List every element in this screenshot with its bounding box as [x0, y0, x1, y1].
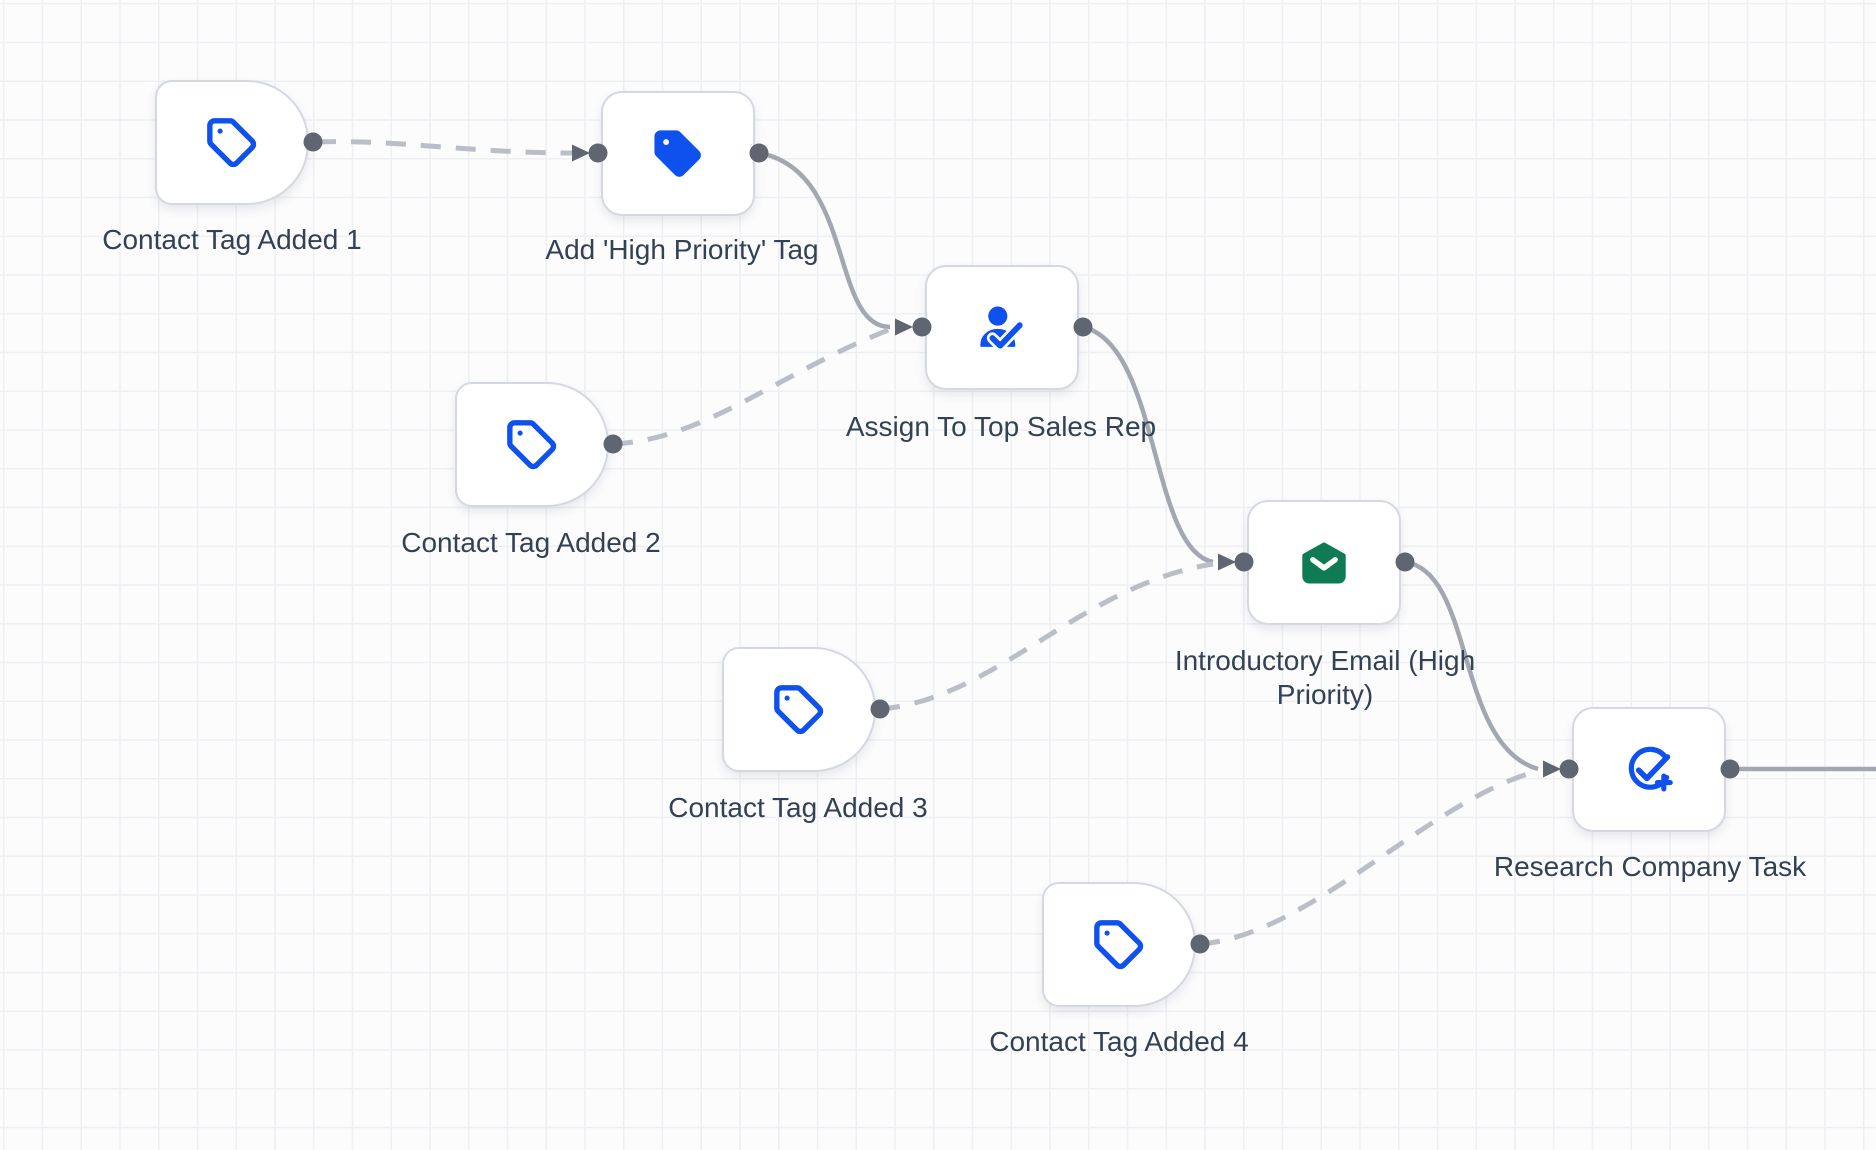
node-label: Research Company Task [1493, 851, 1807, 882]
node-label: Assign To Top Sales Rep [845, 411, 1157, 442]
edge-tag1-to-addtag[interactable] [315, 139, 589, 156]
output-port[interactable] [749, 143, 769, 163]
output-port[interactable] [1073, 317, 1093, 337]
node-label: Contact Tag Added 2 [401, 527, 661, 558]
input-port[interactable] [1559, 759, 1579, 779]
output-port[interactable] [1395, 552, 1415, 572]
node-research-company-task[interactable] [1572, 707, 1726, 832]
edge-tag3-to-email[interactable] [879, 561, 1214, 712]
edge-arrowhead [1218, 553, 1236, 571]
node-contact-tag-added-1[interactable] [155, 80, 309, 205]
edge-arrowhead [572, 144, 590, 162]
output-port[interactable] [1190, 934, 1210, 954]
edge-assign-to-email[interactable] [1082, 324, 1214, 565]
node-assign-to-top-sales-rep[interactable] [925, 265, 1079, 390]
node-label: Contact Tag Added 3 [668, 792, 928, 823]
node-contact-tag-added-3[interactable] [722, 647, 876, 772]
output-port[interactable] [870, 699, 890, 719]
node-contact-tag-added-4[interactable] [1042, 882, 1196, 1007]
edge-tag2-to-assign[interactable] [612, 326, 892, 447]
edge-arrowhead [895, 318, 913, 336]
node-label: Contact Tag Added 4 [989, 1026, 1249, 1057]
task-check-plus-icon [1628, 746, 1673, 791]
edge-email-to-research[interactable] [1404, 559, 1539, 772]
tag-outline-icon [774, 684, 824, 734]
node-label: Add 'High Priority' Tag [545, 234, 819, 265]
node-introductory-email-high-priority[interactable] [1247, 500, 1401, 625]
node-label: Introductory Email (High Priority) [1174, 645, 1476, 710]
tag-outline-icon [507, 419, 557, 469]
input-port[interactable] [1234, 552, 1254, 572]
tag-filled-icon [654, 129, 701, 177]
tag-outline-icon [1094, 919, 1144, 969]
edge-tag4-to-research[interactable] [1199, 768, 1539, 947]
edge-arrowhead [1543, 760, 1561, 778]
input-port[interactable] [588, 143, 608, 163]
edge-addtag-to-assign[interactable] [758, 150, 891, 330]
input-port[interactable] [912, 317, 932, 337]
tag-outline-icon [207, 117, 257, 167]
output-port[interactable] [1720, 759, 1740, 779]
email-open-icon [1302, 541, 1346, 584]
node-label: Contact Tag Added 1 [102, 224, 362, 255]
output-port[interactable] [603, 434, 623, 454]
user-check-icon [980, 306, 1026, 351]
output-port[interactable] [303, 132, 323, 152]
